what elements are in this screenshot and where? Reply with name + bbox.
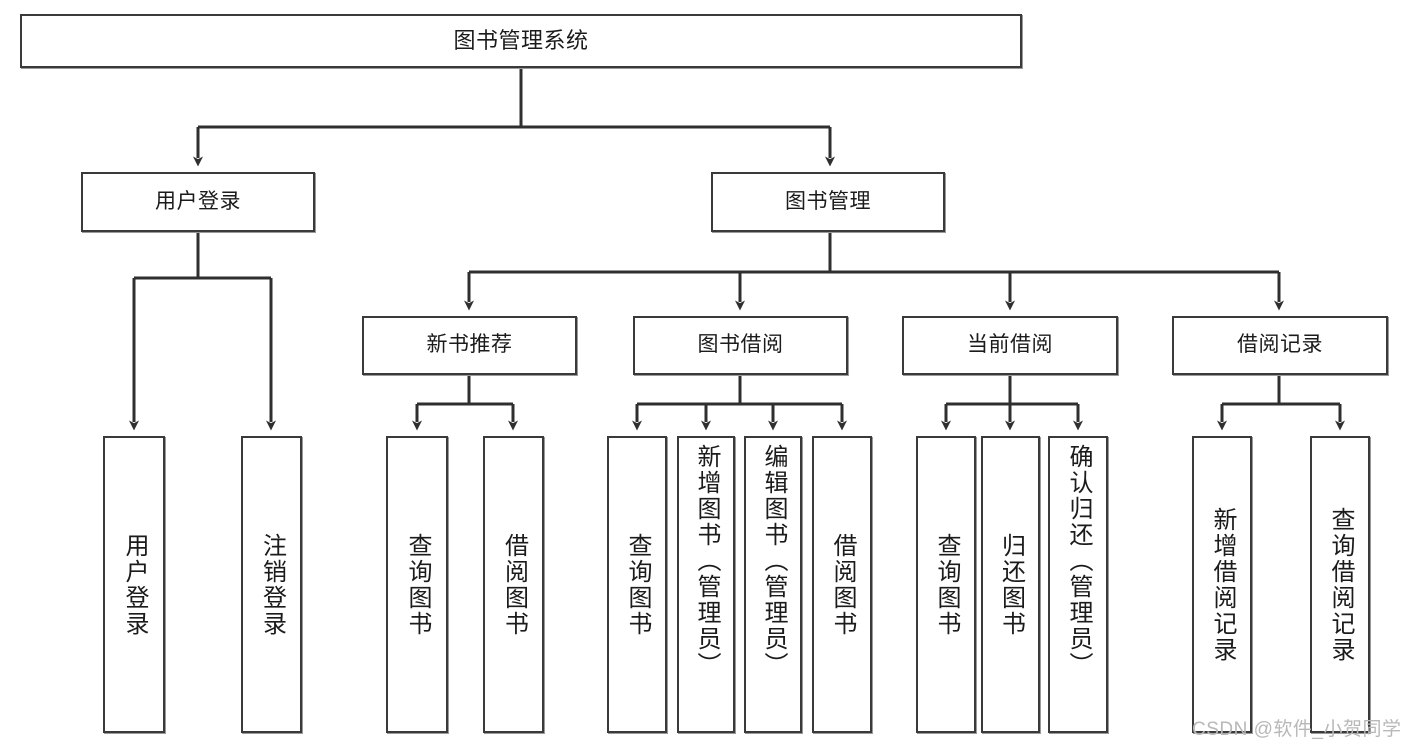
node-root-book-management-system[interactable]: 图书管理系统: [20, 14, 1022, 68]
leaf-edit-book-admin[interactable]: 编辑图书（管理员）: [744, 436, 802, 733]
leaf-confirm-return-admin[interactable]: 确认归还（管理员）: [1048, 436, 1108, 733]
node-label: 借阅记录: [1237, 333, 1323, 357]
node-book-borrowing[interactable]: 图书借阅: [633, 316, 848, 375]
node-borrowing-record[interactable]: 借阅记录: [1172, 316, 1388, 375]
node-label: 借阅图书: [500, 532, 528, 637]
leaf-logout[interactable]: 注销登录: [241, 436, 302, 733]
leaf-query-book-2[interactable]: 查询图书: [607, 436, 667, 733]
node-label: 新增图书（管理员）: [693, 444, 720, 678]
leaf-add-book-admin[interactable]: 新增图书（管理员）: [677, 436, 735, 733]
leaf-query-borrowing-record[interactable]: 查询借阅记录: [1310, 436, 1370, 733]
node-label: 当前借阅: [967, 333, 1053, 357]
node-label: 查询图书: [624, 532, 651, 637]
leaf-add-borrowing-record[interactable]: 新增借阅记录: [1192, 436, 1252, 733]
node-label: 新增借阅记录: [1209, 506, 1236, 663]
node-label: 图书管理系统: [453, 28, 589, 54]
leaf-query-book-3[interactable]: 查询图书: [916, 436, 976, 733]
node-label: 确认归还（管理员）: [1065, 444, 1092, 678]
node-label: 新书推荐: [426, 333, 513, 357]
node-new-book-recommendation[interactable]: 新书推荐: [362, 316, 577, 375]
leaf-return-book[interactable]: 归还图书: [981, 436, 1040, 733]
leaf-borrow-book-2[interactable]: 借阅图书: [812, 436, 872, 733]
node-label: 注销登录: [258, 532, 286, 637]
node-label: 编辑图书（管理员）: [760, 444, 787, 678]
node-label: 查询图书: [404, 532, 431, 637]
leaf-user-login[interactable]: 用户登录: [103, 436, 165, 733]
node-label: 查询借阅记录: [1327, 506, 1354, 663]
node-user-login[interactable]: 用户登录: [81, 172, 315, 232]
leaf-borrow-book-1[interactable]: 借阅图书: [483, 436, 544, 733]
node-label: 图书借阅: [697, 333, 784, 357]
leaf-query-book-1[interactable]: 查询图书: [386, 436, 448, 733]
node-label: 图书管理: [785, 189, 871, 213]
node-label: 用户登录: [121, 532, 148, 637]
node-label: 查询图书: [933, 532, 960, 637]
node-label: 用户登录: [155, 189, 241, 213]
node-label: 归还图书: [997, 532, 1025, 637]
node-current-borrowing[interactable]: 当前借阅: [902, 316, 1118, 375]
node-book-management[interactable]: 图书管理: [711, 172, 945, 232]
node-label: 借阅图书: [829, 532, 856, 637]
